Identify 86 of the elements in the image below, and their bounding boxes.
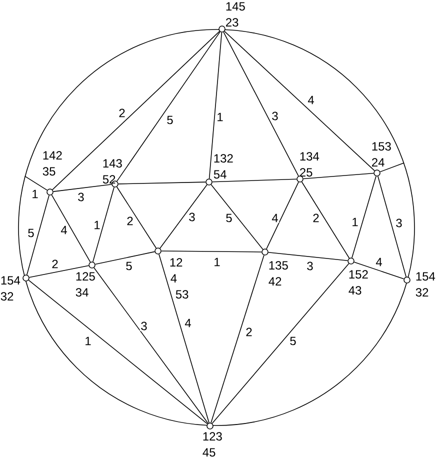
edge-label: 3 bbox=[76, 192, 86, 202]
vertex-label: 142 bbox=[43, 151, 62, 160]
connecting-line bbox=[208, 32, 222, 180]
vertex-label: 54 bbox=[214, 170, 226, 179]
connecting-line bbox=[116, 186, 157, 249]
edge-label: 5 bbox=[124, 261, 134, 271]
edge-label: 1 bbox=[212, 257, 222, 267]
edge-label: 1 bbox=[92, 220, 102, 230]
vertex-label: 43 bbox=[348, 286, 362, 295]
edge-label: 3 bbox=[270, 110, 280, 122]
edge-label: 1 bbox=[30, 189, 40, 199]
edge-label: 5 bbox=[288, 336, 298, 346]
connecting-line bbox=[303, 172, 374, 180]
connecting-line bbox=[224, 30, 375, 172]
connecting-line bbox=[28, 265, 90, 278]
connecting-line bbox=[161, 250, 262, 252]
connecting-line bbox=[160, 184, 208, 249]
vertex-label: 32 bbox=[0, 292, 14, 301]
edge-label: 3 bbox=[306, 260, 314, 272]
vertex-label: 125 bbox=[76, 272, 95, 281]
vertex-label: 52 bbox=[102, 175, 116, 184]
vertex-label: 123 bbox=[203, 432, 222, 441]
vertex-label: 42 bbox=[268, 277, 282, 286]
edge-label: 2 bbox=[50, 259, 60, 269]
connecting-line bbox=[94, 267, 208, 424]
edge-label: 4 bbox=[270, 213, 280, 223]
vertex-label: 154 bbox=[416, 272, 436, 281]
vertex-label: 24 bbox=[372, 158, 384, 166]
connecting-line bbox=[212, 178, 297, 182]
connecting-line bbox=[210, 254, 264, 424]
connecting-line bbox=[51, 194, 91, 262]
vertex-label: 134 bbox=[300, 152, 320, 161]
connecting-line bbox=[380, 162, 404, 172]
edge-label: 2 bbox=[118, 108, 126, 118]
connecting-line bbox=[52, 184, 112, 192]
connecting-line bbox=[52, 30, 220, 190]
connecting-line bbox=[24, 176, 48, 191]
edge-label: 4 bbox=[184, 318, 192, 328]
edge-label: 4 bbox=[60, 225, 68, 235]
vertex-label: 23 bbox=[226, 18, 238, 27]
edge-label: 1 bbox=[84, 336, 92, 346]
edge-label: 1 bbox=[216, 112, 224, 122]
connecting-line bbox=[92, 186, 114, 262]
vertex-label: 25 bbox=[300, 168, 312, 177]
edge-label: 2 bbox=[244, 327, 254, 337]
connecting-line bbox=[301, 181, 350, 258]
vertex-label: 34 bbox=[76, 288, 88, 297]
vertex-label: 4 bbox=[170, 274, 177, 282]
connecting-line bbox=[354, 262, 404, 280]
connecting-line bbox=[28, 280, 208, 424]
edge-label: 2 bbox=[312, 213, 320, 223]
vertex-label: 32 bbox=[416, 288, 428, 297]
vertex-label: 154 bbox=[1, 276, 20, 285]
connecting-line bbox=[94, 251, 156, 265]
edge-label: 3 bbox=[140, 320, 148, 332]
vertex-label: 45 bbox=[202, 448, 216, 457]
connecting-line bbox=[223, 32, 299, 176]
connecting-line bbox=[352, 176, 376, 258]
vertex-label: 135 bbox=[269, 261, 288, 270]
edge-label: 5 bbox=[166, 115, 174, 125]
vertex-label: 145 bbox=[226, 2, 245, 11]
connecting-line bbox=[268, 252, 348, 262]
edge-label: 5 bbox=[224, 213, 234, 223]
connecting-line bbox=[158, 254, 210, 424]
vertex-label: 153 bbox=[372, 142, 391, 151]
outer-circle bbox=[18, 29, 415, 426]
connecting-line bbox=[212, 263, 350, 424]
vertex-label: 132 bbox=[214, 154, 233, 163]
vertex-label: 53 bbox=[176, 290, 188, 299]
edge-label: 4 bbox=[306, 95, 316, 105]
connecting-line bbox=[210, 184, 264, 250]
edge-label: 1 bbox=[350, 217, 360, 227]
connecting-line bbox=[26, 194, 50, 276]
connecting-line bbox=[118, 182, 206, 184]
edge-label: 4 bbox=[374, 257, 384, 267]
edge-label: 5 bbox=[26, 228, 36, 238]
vertex-label: 143 bbox=[103, 159, 122, 168]
edge-label: 3 bbox=[394, 218, 404, 228]
vertex-label: 35 bbox=[42, 167, 56, 176]
vertex-label: 12 bbox=[170, 258, 182, 266]
connecting-line bbox=[116, 31, 220, 182]
edge-label: 2 bbox=[126, 216, 134, 226]
vertex-label: 152 bbox=[349, 270, 368, 279]
edge-label: 3 bbox=[188, 212, 196, 222]
connecting-line bbox=[378, 176, 406, 278]
connecting-line bbox=[266, 182, 299, 250]
